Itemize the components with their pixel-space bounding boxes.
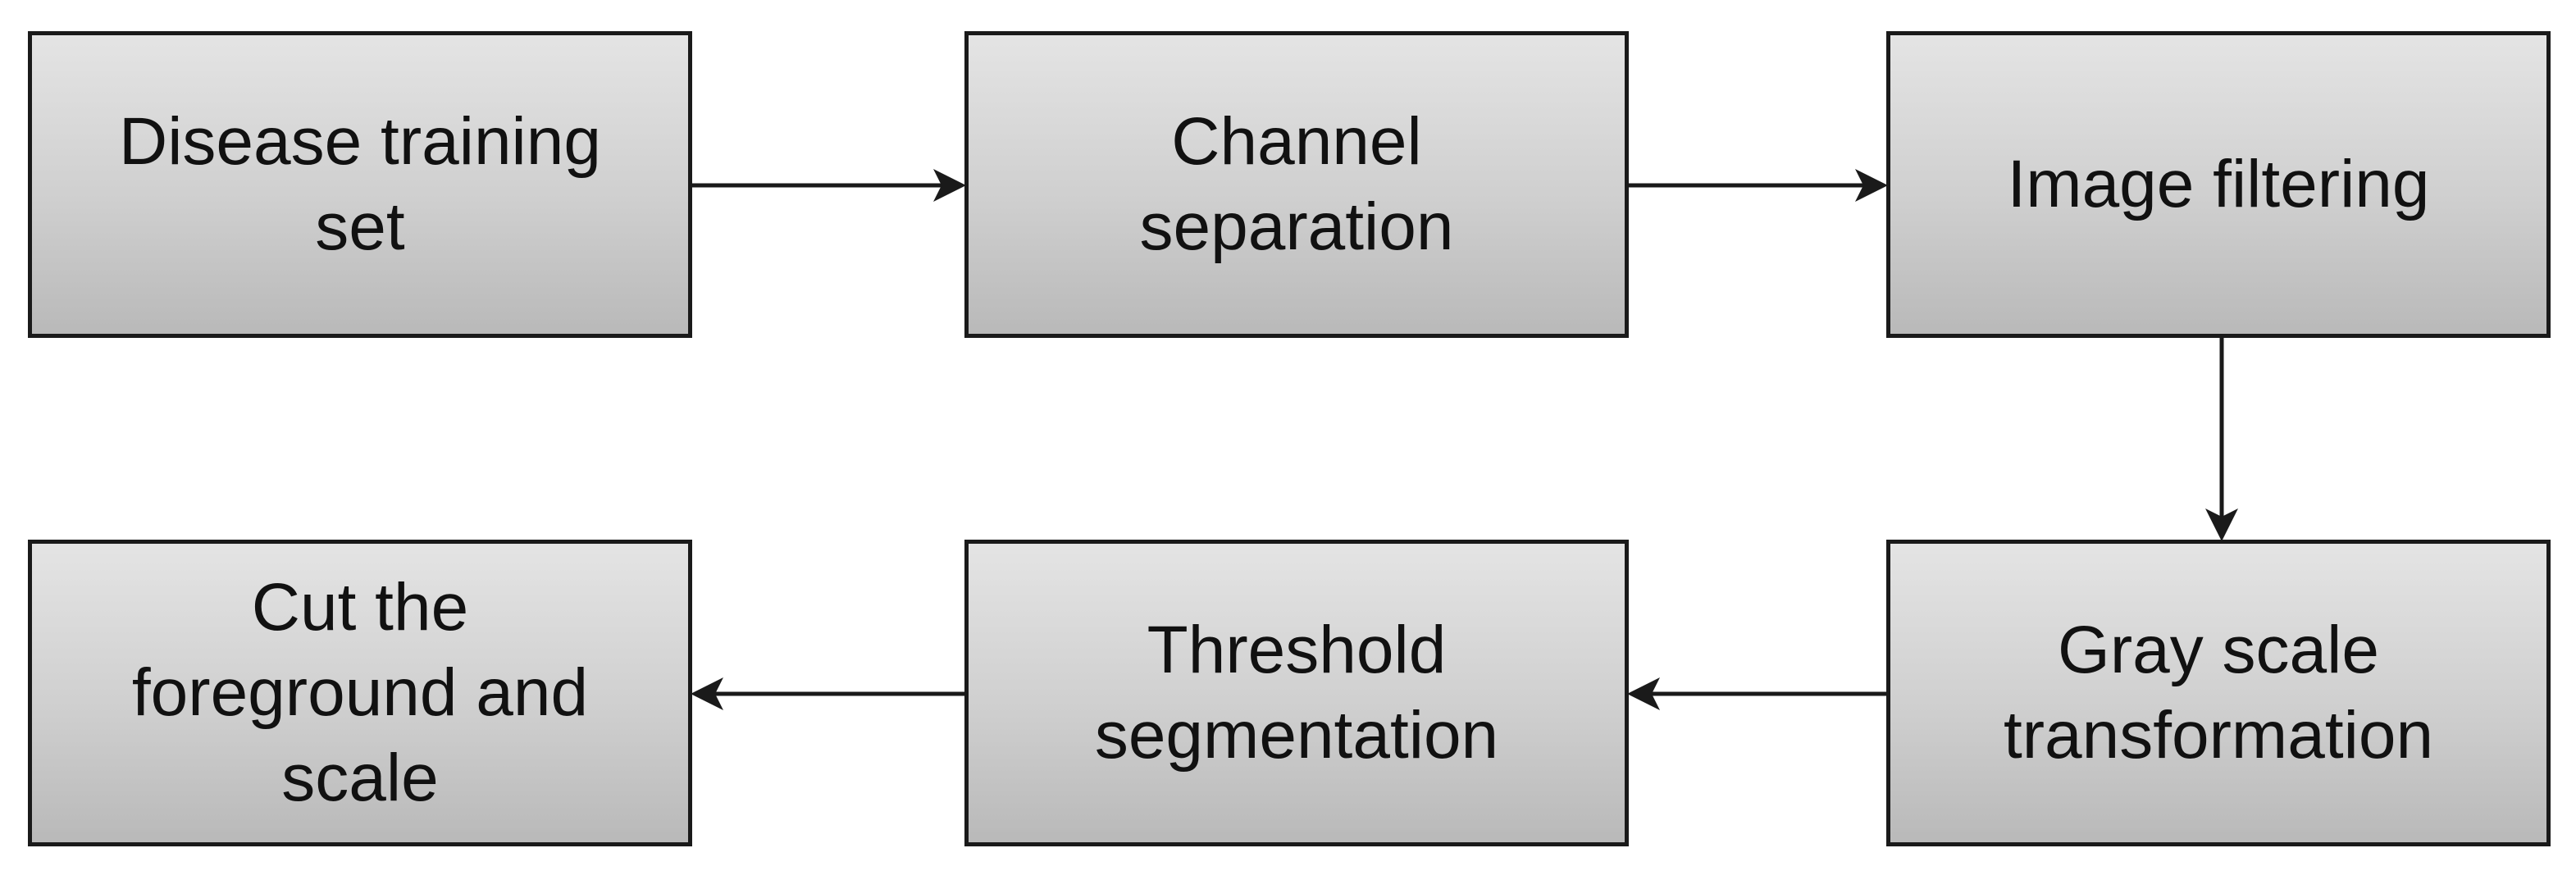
step-label: Image filtering bbox=[2007, 147, 2430, 221]
step-label: Threshold segmentation bbox=[1094, 613, 1499, 773]
step-label: Gray scale transformation bbox=[2003, 613, 2434, 773]
step-box-cut-foreground-and-scale: Cut the foreground and scale bbox=[28, 540, 692, 846]
step-box-disease-training-set: Disease training set bbox=[28, 31, 692, 338]
step-box-threshold-segmentation: Threshold segmentation bbox=[964, 540, 1629, 846]
step-label: Cut the foreground and scale bbox=[131, 570, 589, 815]
step-label: Channel separation bbox=[1139, 104, 1454, 264]
step-label: Disease training set bbox=[119, 104, 601, 264]
step-box-channel-separation: Channel separation bbox=[964, 31, 1629, 338]
step-box-image-filtering: Image filtering bbox=[1886, 31, 2551, 338]
step-box-gray-scale-transformation: Gray scale transformation bbox=[1886, 540, 2551, 846]
